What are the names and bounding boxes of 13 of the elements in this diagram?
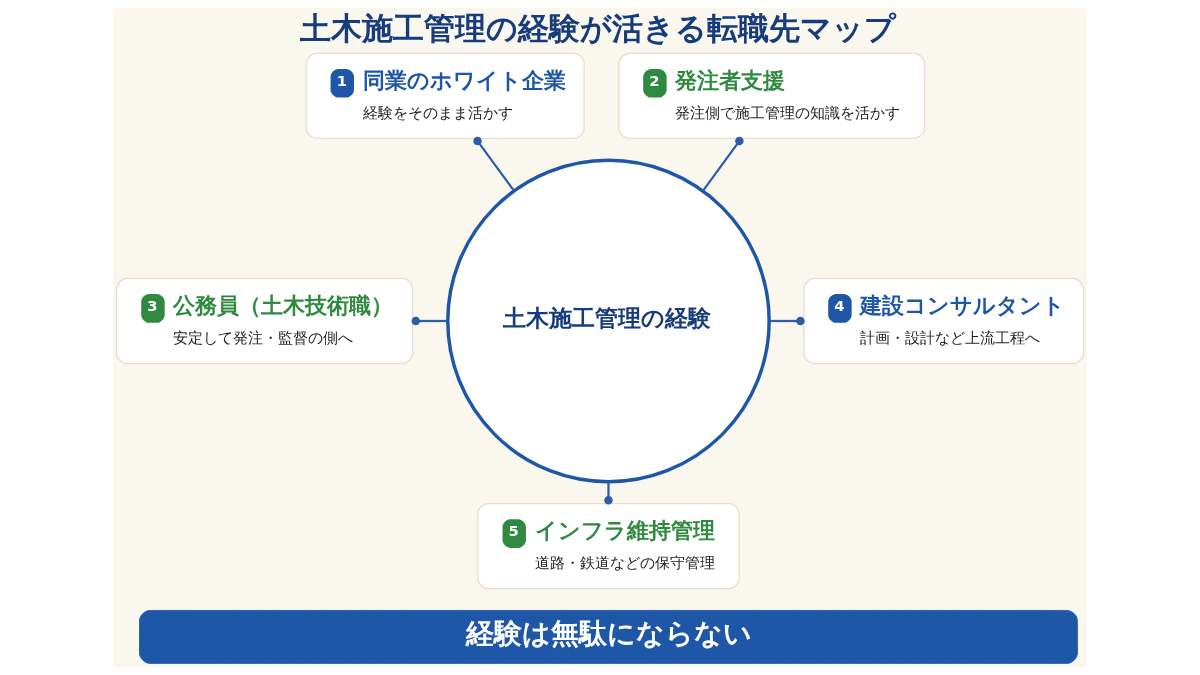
node-box: 4 建設コンサルタント 計画・設計など上流工程へ <box>803 277 1085 365</box>
connector <box>702 136 744 192</box>
diagram-title: 土木施工管理の経験が活きる転職先マップ <box>300 10 897 47</box>
connector <box>411 316 448 326</box>
node-box: 5 インフラ維持管理 道路・鉄道などの保守管理 <box>477 502 740 590</box>
connector <box>604 482 613 505</box>
node-box: 1 同業のホワイト企業 経験をそのまま活かす <box>305 52 585 140</box>
node-box: 2 発注者支援 発注側で施工管理の知識を活かす <box>618 52 926 140</box>
node-box: 経験は無駄にならない <box>139 610 1078 664</box>
connector <box>473 136 515 192</box>
node-box: 3 公務員（土木技術職） 安定して発注・監督の側へ <box>115 277 414 365</box>
node-circle: 土木施工管理の経験 <box>446 158 771 484</box>
connector <box>769 316 805 326</box>
